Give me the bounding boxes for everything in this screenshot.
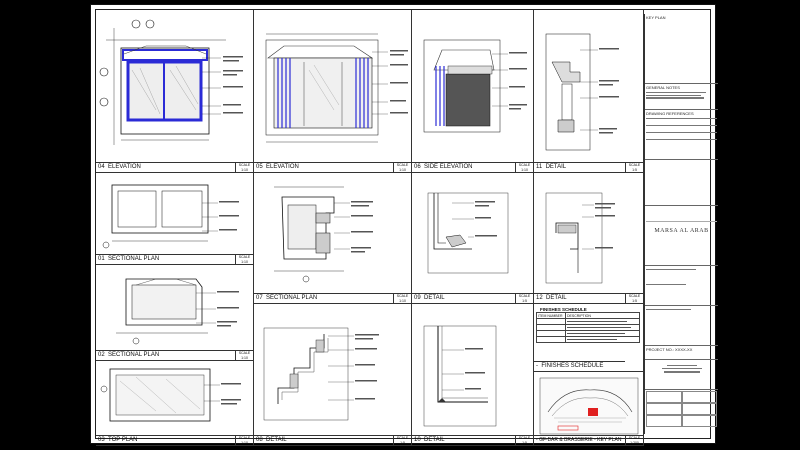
panel-07-scale: SCALE 1:10: [393, 293, 411, 303]
panel-03-title: 03 TOP PLAN: [96, 435, 235, 445]
panel-11-scale: SCALE 1:5: [625, 162, 643, 172]
panel-01-sectional-plan[interactable]: 01 SECTIONAL PLAN SCALE 1:10: [96, 173, 254, 265]
panel-09-detail[interactable]: 09 DETAIL SCALE 1:5: [412, 173, 534, 304]
title-block-key-plan: KEY PLAN: [645, 14, 718, 84]
panel-key-scale: SCALE 1:200: [625, 435, 643, 445]
brand-logo-text: MARSA AL ARAB: [654, 228, 709, 234]
panel-01-title: 01 SECTIONAL PLAN: [96, 254, 235, 264]
plan-01-drawing: [102, 184, 239, 249]
panel-08-title: 08 DETAIL: [254, 435, 393, 445]
plan-03-drawing: [100, 368, 241, 422]
panel-05-scale: SCALE 1:10: [393, 162, 411, 172]
detail-11-drawing: [545, 33, 619, 151]
panel-10-detail[interactable]: 10 DETAIL SCALE 1:5: [412, 304, 534, 446]
title-block-consultant: [645, 266, 718, 306]
elevation-06-drawing: [423, 39, 527, 133]
panel-01-scale: SCALE 1:10: [235, 254, 253, 264]
sheet-frame: 04 ELEVATION SCALE 1:10 05 ELEVATION SCA…: [95, 9, 718, 446]
panel-06-side-elevation[interactable]: 06 SIDE ELEVATION SCALE 1:10: [412, 10, 534, 173]
panel-03-top-plan[interactable]: 03 TOP PLAN SCALE 1:10: [96, 361, 254, 446]
title-block: KEY PLAN GENERAL NOTES DRAWING REFERENCE…: [644, 14, 718, 434]
title-block-blank: [645, 160, 718, 206]
panel-key-plan[interactable]: - GF-BAR & BRASSERIE - KEY PLAN SCALE 1:…: [534, 372, 644, 446]
panel-12-scale: SCALE 1:5: [625, 293, 643, 303]
title-block-general-notes: GENERAL NOTES: [645, 84, 718, 110]
key-plan-drawing: [539, 377, 639, 435]
panel-04-elevation[interactable]: 04 ELEVATION SCALE 1:10: [96, 10, 254, 173]
title-block-project-no: PROJECT NO.: XXXX-XX: [645, 346, 718, 360]
panel-02-title: 02 SECTIONAL PLAN: [96, 350, 235, 360]
panel-finishes-title: - FINISHES SCHEDULE: [534, 361, 625, 371]
panel-12-detail[interactable]: 12 DETAIL SCALE 1:5: [534, 173, 644, 304]
panel-06-scale: SCALE 1:10: [515, 162, 533, 172]
panel-10-scale: SCALE 1:5: [515, 435, 533, 445]
panel-11-title: 11 DETAIL: [534, 162, 625, 172]
detail-10-drawing: [423, 325, 497, 427]
drawing-sheet: 04 ELEVATION SCALE 1:10 05 ELEVATION SCA…: [90, 4, 718, 446]
elevation-05-drawing: [265, 33, 408, 143]
panel-09-title: 09 DETAIL: [412, 293, 515, 303]
title-block-brand: MARSA AL ARAB: [645, 206, 718, 266]
panel-07-title: 07 SECTIONAL PLAN: [254, 293, 393, 303]
title-block-client: [645, 306, 718, 346]
plan-07-drawing: [274, 186, 373, 283]
panel-06-title: 06 SIDE ELEVATION: [412, 162, 515, 172]
panel-05-title: 05 ELEVATION: [254, 162, 393, 172]
panel-05-elevation[interactable]: 05 ELEVATION SCALE 1:10: [254, 10, 412, 173]
panel-04-title: 04 ELEVATION: [96, 162, 235, 172]
detail-12-drawing: [545, 192, 615, 284]
plan-02-drawing: [116, 278, 239, 345]
title-block-drawing-references: DRAWING REFERENCES: [645, 110, 718, 160]
panel-03-scale: SCALE 1:10: [235, 435, 253, 445]
panel-09-scale: SCALE 1:5: [515, 293, 533, 303]
title-block-revision-grid: [645, 390, 718, 438]
panel-02-sectional-plan[interactable]: 02 SECTIONAL PLAN SCALE 1:10: [96, 265, 254, 361]
detail-09-drawing: [427, 192, 509, 274]
title-block-drawing-title: [645, 360, 718, 390]
panel-07-sectional-plan[interactable]: 07 SECTIONAL PLAN SCALE 1:10: [254, 173, 412, 304]
panel-08-scale: SCALE 1:5: [393, 435, 411, 445]
panel-10-title: 10 DETAIL: [412, 435, 515, 445]
panel-key-title: - GF-BAR & BRASSERIE - KEY PLAN: [534, 435, 625, 445]
panel-04-scale: SCALE 1:10: [235, 162, 253, 172]
finishes-schedule-heading: FINISHES SCHEDULE: [540, 307, 587, 312]
detail-08-drawing: [263, 327, 379, 421]
panel-11-detail[interactable]: 11 DETAIL SCALE 1:5: [534, 10, 644, 173]
panel-12-title: 12 DETAIL: [534, 293, 625, 303]
panel-08-detail[interactable]: 08 DETAIL SCALE 1:5: [254, 304, 412, 446]
elevation-04-drawing: [99, 19, 243, 145]
panel-02-scale: SCALE 1:10: [235, 350, 253, 360]
